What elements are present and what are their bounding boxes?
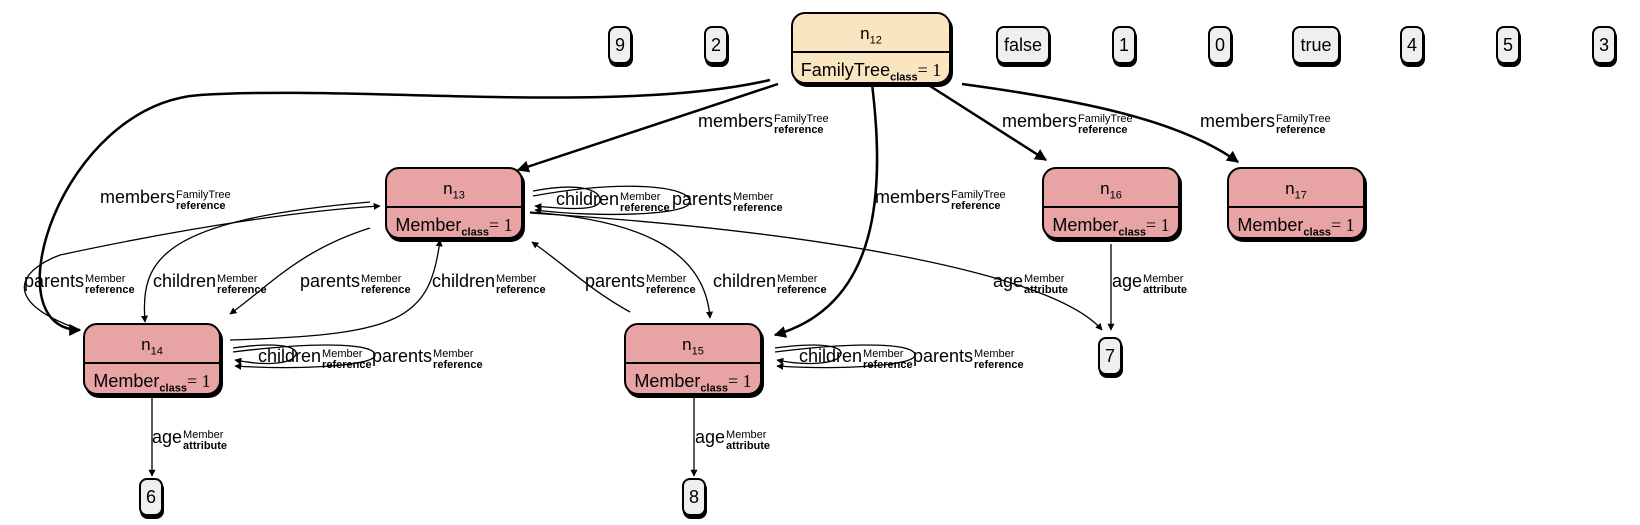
value-node-false[interactable]: false xyxy=(996,26,1050,64)
value-node-3[interactable]: 3 xyxy=(1592,26,1616,64)
loop-n15-children xyxy=(774,344,842,365)
edge-n12-n17 xyxy=(961,82,1239,164)
edge-n13-v7-age xyxy=(529,212,1103,331)
value-node-4[interactable]: 4 xyxy=(1400,26,1424,64)
value-node-9[interactable]: 9 xyxy=(608,26,632,64)
node-n15[interactable]: n15 Memberclass= 1 xyxy=(624,323,762,395)
edge-n15-n13-parents xyxy=(531,241,631,313)
edge-n12-n13 xyxy=(516,82,779,173)
value-node-6[interactable]: 6 xyxy=(139,478,163,516)
node-n14[interactable]: n14 Memberclass= 1 xyxy=(83,323,221,395)
edge-n14-n13-parents xyxy=(23,202,381,329)
edge-n13-n14-parents xyxy=(229,227,371,315)
value-node-1[interactable]: 1 xyxy=(1112,26,1136,64)
value-node-0[interactable]: 0 xyxy=(1208,26,1232,64)
node-n13[interactable]: n13 Memberclass= 1 xyxy=(385,167,523,239)
loop-n14-parents xyxy=(232,344,376,370)
node-n17[interactable]: n17 Memberclass= 1 xyxy=(1227,167,1365,239)
edge-n14-n13-children xyxy=(229,239,443,341)
loop-n13-children xyxy=(532,186,601,211)
loop-n15-parents xyxy=(774,344,916,370)
loop-n13-parents xyxy=(532,185,691,216)
edge-n12-n15 xyxy=(773,83,879,338)
edge-n13-n14-children xyxy=(141,201,371,323)
value-node-8[interactable]: 8 xyxy=(682,478,706,516)
edge-n12-n14 xyxy=(38,78,771,336)
node-n12[interactable]: n12 FamilyTreeclass= 1 xyxy=(791,12,951,84)
node-n16[interactable]: n16 Memberclass= 1 xyxy=(1042,167,1180,239)
value-node-7[interactable]: 7 xyxy=(1098,337,1122,375)
edge-n13-n15-children xyxy=(529,211,714,319)
loop-n14-children xyxy=(232,344,297,365)
value-node-true[interactable]: true xyxy=(1292,26,1340,64)
value-node-5[interactable]: 5 xyxy=(1496,26,1520,64)
edge-n12-n16 xyxy=(929,84,1048,162)
value-node-2[interactable]: 2 xyxy=(704,26,728,64)
